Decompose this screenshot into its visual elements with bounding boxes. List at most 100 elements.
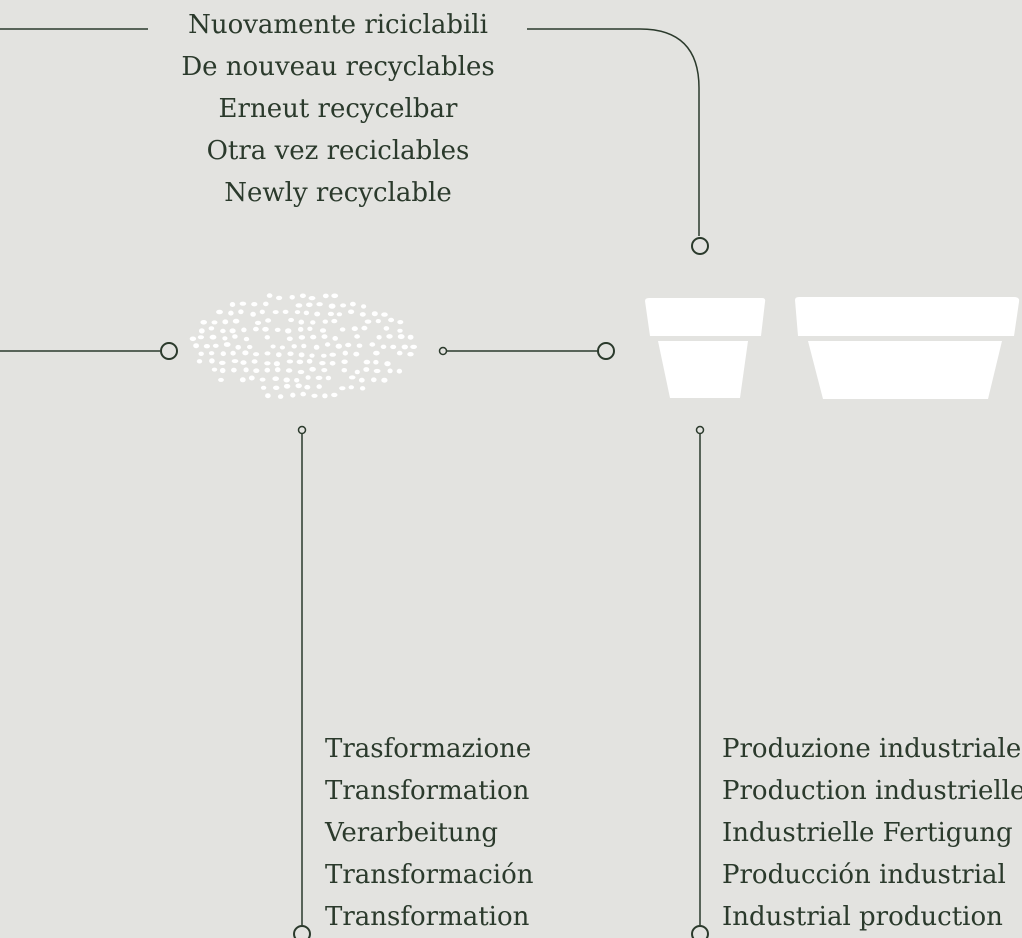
granule — [348, 375, 356, 380]
connector-recyclable-to-pots — [527, 28, 700, 236]
granule — [294, 310, 301, 315]
granule — [232, 318, 240, 324]
recyclable-label-it: Nuovamente riciclabili — [188, 10, 488, 40]
granule — [304, 384, 311, 390]
granule — [310, 320, 316, 325]
granule — [397, 328, 403, 333]
granule — [381, 377, 388, 383]
large-pot-body — [808, 341, 1002, 399]
granule — [203, 344, 210, 349]
granule — [303, 310, 310, 316]
granule — [384, 361, 391, 367]
granule — [376, 335, 382, 340]
granule — [313, 344, 320, 350]
granule — [212, 343, 219, 348]
transformation-label-fr: Transformation — [325, 776, 530, 806]
granule — [209, 334, 217, 340]
granule — [301, 343, 307, 349]
small-pot-rim — [645, 298, 766, 336]
granule — [321, 334, 328, 339]
granule — [232, 334, 238, 339]
granule — [264, 351, 271, 356]
node-production — [691, 925, 709, 938]
granule — [322, 393, 328, 399]
granule — [229, 328, 236, 334]
granule — [230, 350, 236, 356]
granule — [253, 326, 259, 332]
granule — [250, 311, 256, 317]
granule — [327, 311, 334, 317]
granule — [277, 394, 284, 399]
granule — [345, 342, 352, 348]
granule — [296, 359, 304, 365]
granule — [363, 367, 370, 372]
granule — [200, 320, 207, 325]
granule — [272, 310, 279, 315]
granule — [251, 359, 258, 364]
granule — [373, 368, 381, 374]
granule — [297, 369, 305, 375]
granule — [348, 385, 354, 390]
granule — [220, 328, 226, 334]
granule — [222, 336, 228, 341]
granule — [287, 351, 294, 357]
granule — [331, 293, 339, 299]
granule — [279, 345, 285, 350]
granule — [314, 311, 321, 317]
granule — [189, 336, 197, 342]
granule — [311, 393, 318, 398]
granule — [208, 326, 215, 331]
granule — [308, 296, 316, 301]
granule — [316, 384, 322, 389]
granule — [239, 301, 247, 306]
granule — [329, 352, 337, 357]
granule — [390, 344, 397, 350]
granule — [364, 319, 372, 324]
granule — [251, 302, 258, 307]
granule — [266, 293, 273, 298]
granule — [299, 293, 306, 299]
granule — [283, 383, 291, 389]
granule — [359, 312, 366, 317]
granule — [307, 326, 313, 331]
granule — [319, 328, 327, 333]
granule — [198, 351, 204, 356]
granule — [219, 367, 226, 374]
node-granules-right — [438, 346, 448, 356]
granule — [331, 392, 338, 398]
node-transformation — [293, 925, 311, 938]
transformation-label-es: Transformación — [325, 860, 534, 890]
granule — [371, 311, 378, 317]
granule — [216, 309, 223, 315]
granule — [387, 368, 393, 374]
granule — [386, 334, 393, 339]
granule — [211, 367, 218, 372]
granule — [262, 326, 269, 332]
granule — [229, 302, 236, 307]
node-pots-top — [691, 237, 709, 255]
granule — [396, 350, 403, 356]
granule — [270, 344, 276, 349]
granule — [351, 326, 358, 332]
granule — [218, 377, 224, 382]
granule — [259, 377, 266, 382]
granule — [274, 367, 281, 373]
production-labels: Produzione industriale Production indust… — [722, 728, 1022, 938]
granule — [223, 342, 231, 347]
granule — [309, 366, 316, 372]
granule — [286, 359, 294, 364]
granule — [348, 309, 355, 315]
granule — [339, 386, 346, 391]
granule — [309, 353, 315, 358]
granule — [298, 335, 306, 340]
granule — [354, 369, 360, 375]
granule — [322, 319, 328, 324]
granule — [219, 360, 226, 365]
granule — [341, 368, 348, 373]
granule — [369, 342, 376, 347]
granule — [243, 367, 249, 373]
recyclable-labels: Nuovamente riciclabili De nouveau recycl… — [160, 4, 516, 214]
granule — [329, 361, 336, 366]
granule — [354, 334, 360, 339]
granule — [361, 325, 368, 331]
